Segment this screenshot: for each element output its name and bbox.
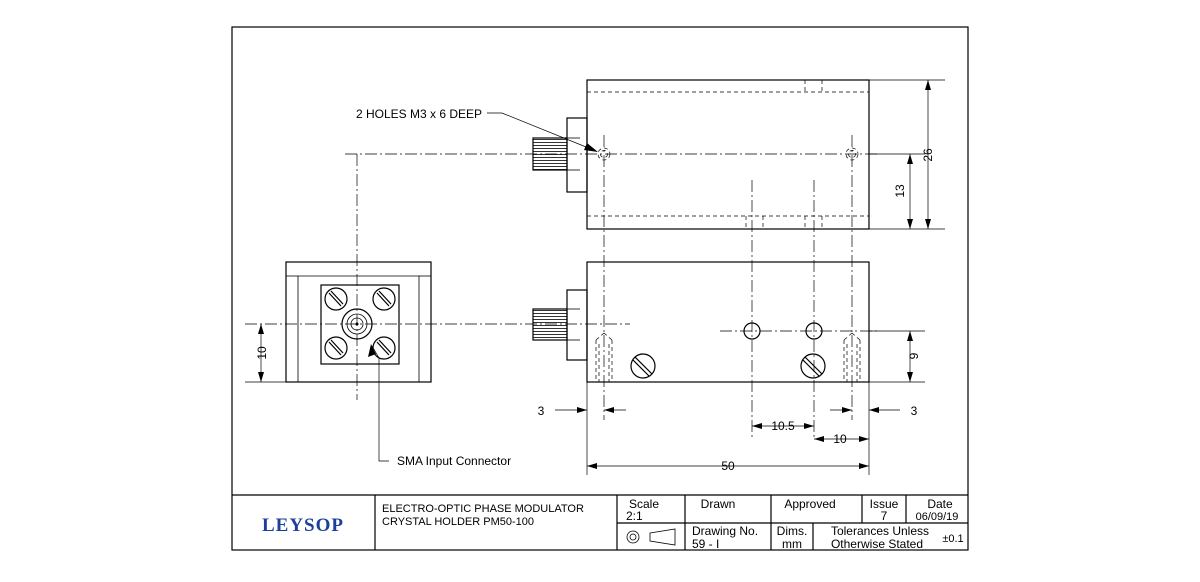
- dim-3-right: 3: [911, 404, 918, 418]
- front-view-body: [586, 261, 870, 383]
- dim-9: 9: [907, 352, 921, 359]
- side-screw-tr: [372, 287, 396, 311]
- dim-10-side: 10: [255, 346, 269, 360]
- tolerance-line2: Otherwise Stated: [831, 537, 923, 551]
- dim-13: 13: [893, 184, 907, 198]
- approved-label: Approved: [784, 497, 835, 511]
- front-screw-left: [630, 353, 656, 379]
- sheet-border: [231, 26, 969, 551]
- tolerance-value: ±0.1: [942, 533, 963, 545]
- side-screw-bl: [324, 336, 348, 360]
- drawing-no-label: Drawing No.: [692, 524, 758, 538]
- issue-label: Issue: [870, 497, 899, 511]
- front-tapped-hole-right: [843, 332, 861, 382]
- dim-3-left: 3: [538, 404, 545, 418]
- front-sma-connector: [532, 308, 568, 341]
- top-view-body: [586, 79, 870, 230]
- dims-label: Dims.: [777, 524, 808, 538]
- drawing-title-line2: CRYSTAL HOLDER PM50-100: [382, 516, 534, 528]
- dim-50: 50: [721, 459, 735, 473]
- side-view: [285, 261, 432, 383]
- front-screw-right: [800, 353, 826, 379]
- side-screw-br: [372, 336, 396, 360]
- side-sma-connector: [341, 308, 373, 340]
- date-value: 06/09/19: [916, 511, 959, 523]
- dimension-lines: [245, 79, 945, 475]
- dim-10-5: 10.5: [771, 419, 795, 433]
- scale-label: Scale: [629, 497, 659, 511]
- dim-10-bottom: 10: [833, 432, 847, 446]
- top-view: [345, 79, 880, 440]
- dim-26: 26: [921, 148, 935, 162]
- drawn-label: Drawn: [701, 497, 736, 511]
- dims-value: mm: [782, 537, 802, 551]
- side-screw-tl: [324, 287, 348, 311]
- holes-annotation: 2 HOLES M3 x 6 DEEP: [356, 107, 482, 121]
- projection-symbol: [626, 528, 676, 546]
- issue-value: 7: [881, 509, 888, 523]
- front-tapped-hole-left: [595, 332, 613, 382]
- drawing-title-line1: ELECTRO-OPTIC PHASE MODULATOR: [382, 503, 584, 515]
- top-flange: [566, 117, 588, 193]
- tolerance-line1: Tolerances Unless: [831, 524, 929, 538]
- drawing-no-value: 59 - I: [692, 537, 719, 551]
- company-logo: LEYSOP: [262, 515, 344, 536]
- title-block: LEYSOP ELECTRO-OPTIC PHASE MODULATOR CRY…: [232, 494, 968, 551]
- scale-value: 2:1: [626, 509, 643, 523]
- connector-annotation: SMA Input Connector: [397, 454, 511, 468]
- front-view: [245, 261, 880, 383]
- front-flange: [566, 289, 588, 361]
- side-view-body: [285, 261, 432, 383]
- date-label: Date: [927, 497, 953, 511]
- leader-lines: [368, 112, 598, 462]
- side-flange: [320, 284, 400, 365]
